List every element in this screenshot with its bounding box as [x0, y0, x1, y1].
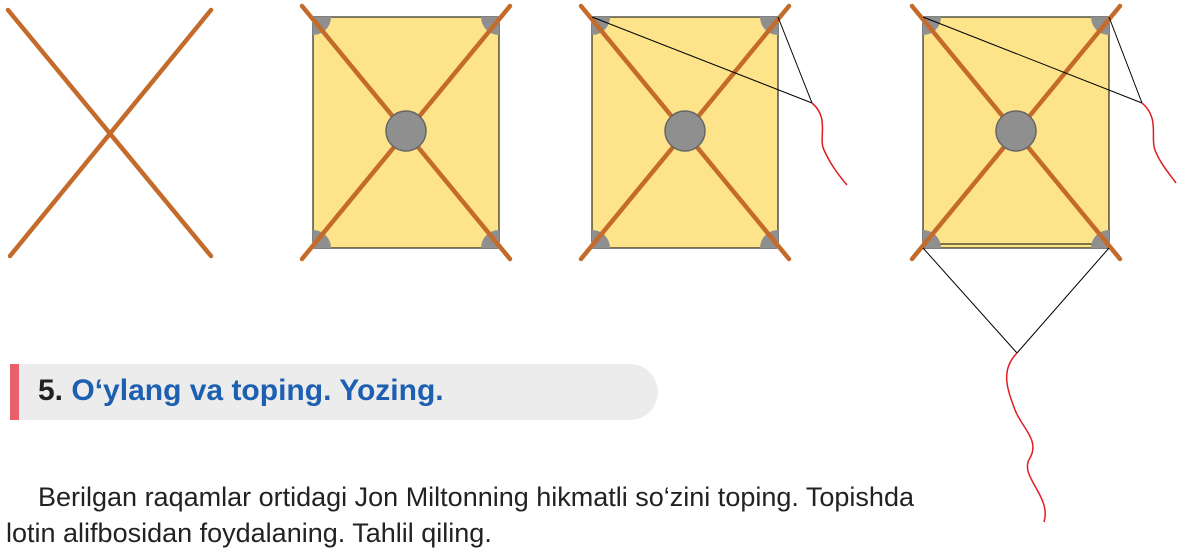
task-number: 5. — [38, 374, 64, 407]
task-heading: 5. O‘ylang va toping. Yozing. — [38, 374, 444, 408]
instruction-text: Berilgan raqamlar ortidagi Jon Miltonnin… — [6, 482, 914, 548]
kite-assembly-illustration — [5, 3, 1177, 523]
task-header: 5. O‘ylang va toping. Yozing. — [10, 364, 658, 420]
kite-tail-long — [1005, 352, 1046, 523]
header-accent-bar — [10, 364, 19, 420]
kite-step-1-crossed-sticks — [5, 7, 214, 259]
task-title: O‘ylang va toping. Yozing. — [71, 374, 444, 407]
center-joint — [385, 110, 427, 152]
kite-step-2-frame-with-sail — [299, 3, 513, 262]
kite-tail — [811, 102, 848, 186]
kite-step-3-side-bridle — [578, 3, 848, 262]
kite-step-4-complete-kite — [909, 3, 1177, 523]
